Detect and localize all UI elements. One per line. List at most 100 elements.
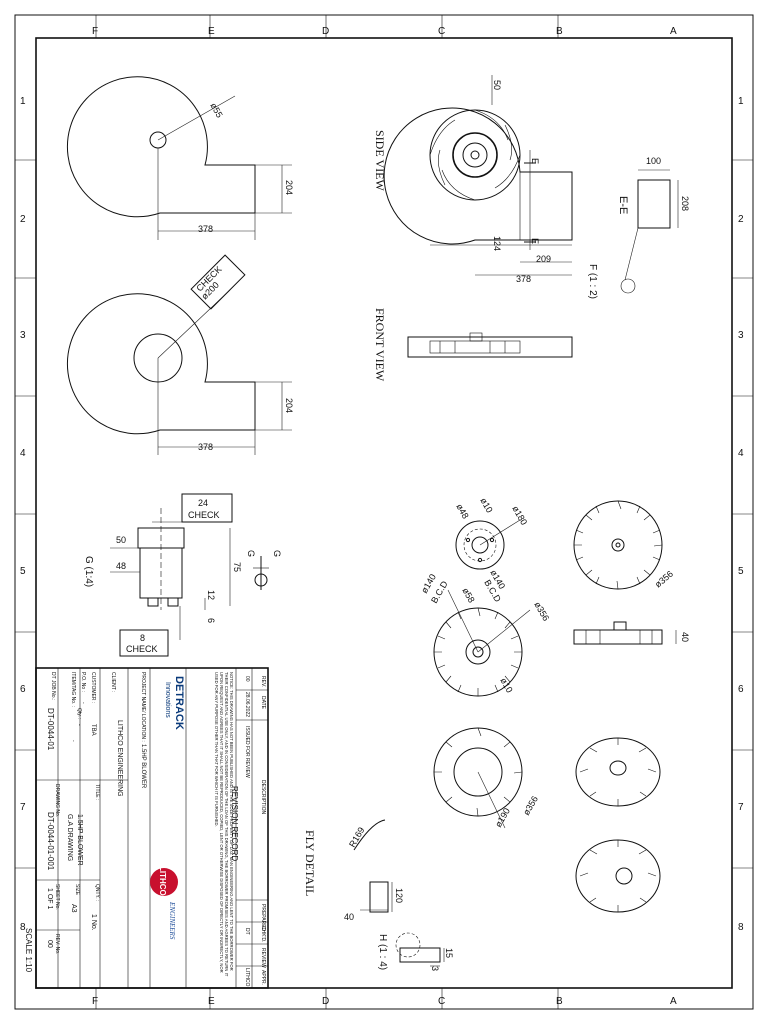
hub-detail [455,519,521,570]
zone-number: 4 [738,448,744,459]
dim-housing2-height: 204 [284,398,294,413]
quantity-label: QNTY. : [94,884,100,901]
dim-fly-356: ø356 [521,794,540,817]
dim-fan3d-356: ø356 [653,569,675,590]
quantity-value: 1 No. [90,914,97,931]
rev-row-no: 00 [244,676,250,682]
housing-plan-view-1 [66,76,292,240]
detrack-logo-sub: Innovations [164,682,171,718]
zone-number: 5 [738,566,744,577]
dim-side-50: 50 [492,80,502,90]
zone-number: 2 [20,214,26,225]
notice-text: NOTICE: THIS DRAWING HAS NOT BEEN PUBLIS… [214,672,234,977]
zone-number: 2 [738,214,744,225]
rev-col-date: DATE [260,696,266,710]
dim-hub-48: ø48 [454,502,470,520]
cut-g-left: G [246,550,256,557]
zone-letter: E [208,996,215,1007]
po-label: P.O. No : [80,672,86,692]
label-front-view: FRONT VIEW [373,308,387,382]
dim-h-120: 120 [394,888,404,903]
detail-g-shaft [110,493,269,657]
zone-number: 5 [20,566,26,577]
zone-number: 1 [20,96,26,107]
notice-container: NOTICE: THIS DRAWING HAS NOT BEEN PUBLIS… [214,672,234,977]
dim-side-378: 378 [516,274,531,284]
zone-number: 6 [738,684,744,695]
fly-ring-plan [433,727,523,829]
project-label: PROJECT NAME/ LOCATION : [140,672,146,742]
rev-col-description: DESCRIPTION [260,780,266,815]
fan-wheel-plan [573,500,663,590]
zone-number: 7 [738,802,744,813]
dim-g-50: 50 [116,535,126,545]
label-fly-detail: FLY DETAIL [303,830,317,896]
dim-g-24: 24 [198,498,208,508]
drawing-frame [35,37,733,989]
scale-label: SCALE 1:10 [24,928,33,973]
dim-g-8-check: CHECK [126,644,158,654]
fan-side-elevation [573,621,677,645]
rev-col-prepared: PREPARED [260,904,266,932]
zone-letter: A [670,996,677,1007]
title-label: TITLE : [94,784,100,800]
dim-side-124: 124 [492,236,502,251]
lithco-logo: LITHCO ENGINEERS [150,866,178,940]
dim-hub-180: ø180 [510,504,529,527]
dim-g-48: 48 [116,561,126,571]
dim-housing1-dia: ø55 [208,101,224,119]
dim-h-15: 15 [444,948,454,958]
zone-letters-bottom: A B C D E F [92,996,677,1007]
dim-housing2-width: 378 [198,442,213,452]
section-e-e [620,169,679,294]
dim-hub-10: ø10 [478,496,494,514]
label-detail-g: G (1:4) [83,556,94,587]
zone-number: 8 [20,922,26,933]
zone-number: 3 [738,330,744,341]
zone-letter: F [92,26,98,37]
zone-letter: B [556,26,563,37]
qty-value: - [76,724,82,726]
zone-numbers-right: 1 2 3 4 5 6 7 8 [738,96,744,933]
impeller-iso-1 [575,737,661,807]
detrack-logo: DETRACK Innovations [164,676,185,730]
lithco-logo-sub: ENGINEERS [168,901,176,940]
cut-g-right: G [272,550,282,557]
label-side-view: SIDE VIEW [373,130,387,191]
dim-fan-side-40: 40 [680,632,690,642]
label-detail-h: H (1 : 4) [377,934,388,970]
dim-g-75: 75 [232,562,242,572]
title-line2: G.A DRAWING [66,814,73,861]
zone-number: 7 [20,802,26,813]
revision-record-header: REVISION RECORD [230,786,239,861]
dt-job-label: DT JOB No.: [50,672,56,700]
client-label: CLIENT : [110,672,116,692]
dim-fan-58: ø58 [460,586,476,604]
customer-value: TBA [90,724,96,736]
rev-row-appr: LITHCO [244,968,250,986]
zone-number: 4 [20,448,26,459]
front-view-drawing [407,332,573,358]
zone-letter: E [208,26,215,37]
zone-letter: C [438,26,445,37]
zone-letters-top: A B C D E F [92,26,677,37]
zone-number: 1 [738,96,744,107]
zone-letter: A [670,26,677,37]
dim-housing1-width: 378 [198,224,213,234]
detrack-logo-text: DETRACK [173,676,185,730]
item-label: ITEM/TAG No. : [70,672,76,707]
item-value: - [70,740,76,742]
fan-wheel-section [433,589,531,697]
po-value: - [80,702,86,704]
zone-letter: D [322,26,329,37]
rev-label: REV. No. [54,934,60,954]
cut-e-top: E [530,158,540,164]
dim-g-12: 12 [206,590,216,600]
zone-number: 8 [738,922,744,933]
dim-fan-10: ø10 [498,676,514,694]
qty-label: Qty. : [76,708,82,720]
rev-row-date: 28.06.2022 [244,692,250,717]
zone-number: 6 [20,684,26,695]
sheet-label: SHEET No. [54,884,60,910]
